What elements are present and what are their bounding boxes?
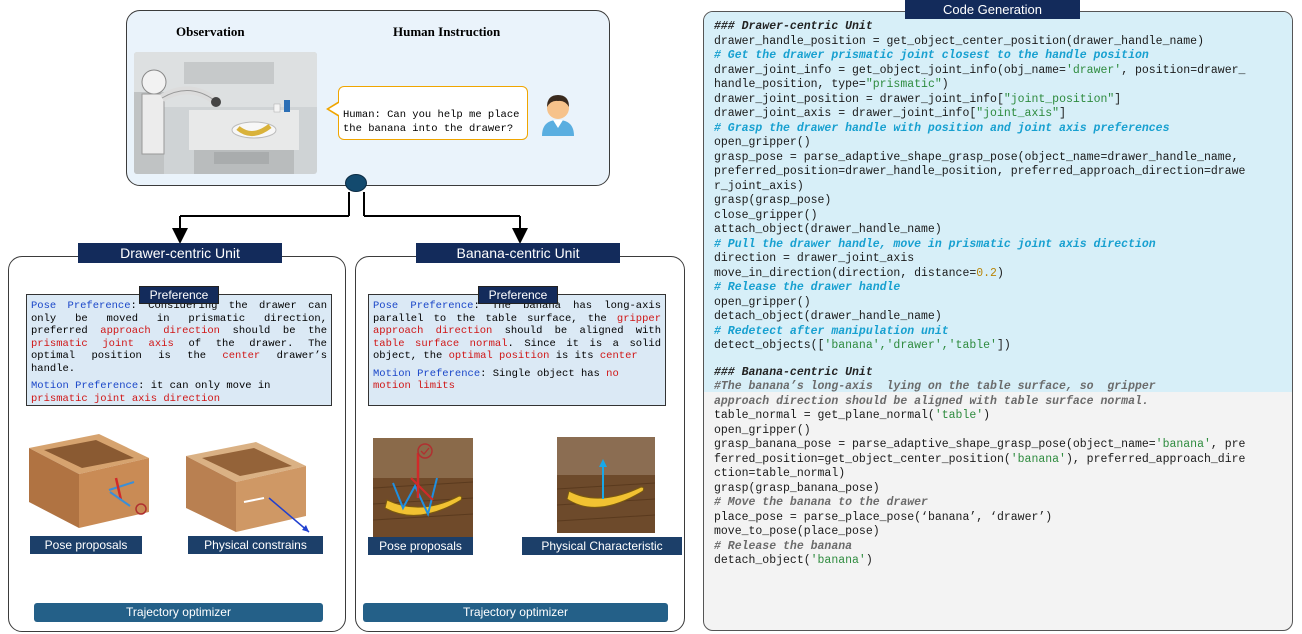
banana-preference-box: Pose Preference: The banana has long-axi…: [368, 294, 666, 406]
connector-node: [345, 174, 367, 192]
banana-pose-proposals-chip: Pose proposals: [368, 537, 473, 555]
human-avatar-icon: [538, 92, 578, 141]
robot-scene-image: [134, 52, 317, 174]
code-line: detect_objects(['banana','drawer','table…: [714, 339, 1011, 352]
code-comment: # Move the banana to the drawer: [714, 496, 928, 509]
code-comment: #The banana’s long-axis lying on the tab…: [714, 380, 1156, 393]
drawer-unit-title: Drawer-centric Unit: [78, 243, 282, 263]
code-line: detach_object('banana'): [714, 554, 873, 567]
human-instruction-title: Human Instruction: [393, 24, 501, 39]
code-line: move_in_direction(direction, distance=0.…: [714, 266, 1004, 280]
code-line: grasp_banana_pose = parse_adaptive_shape…: [714, 438, 1246, 451]
drawer-constraint-image: [184, 440, 314, 540]
code-comment: approach direction should be aligned wit…: [714, 394, 1149, 408]
banana-trajectory-optimizer: Trajectory optimizer: [363, 603, 668, 622]
code-line: drawer_joint_axis = drawer_joint_info["j…: [714, 107, 1066, 120]
speech-bubble-tail-inner: [329, 103, 339, 115]
code-line: grasp(grasp_banana_pose): [714, 481, 880, 495]
code-line: drawer_handle_position = get_object_cent…: [714, 34, 1204, 48]
pose-text: . Since it is a solid object, the: [373, 337, 661, 363]
drawer-trajectory-optimizer: Trajectory optimizer: [34, 603, 323, 622]
code-line: r_joint_axis): [714, 179, 804, 193]
code-line: ferred_position=get_object_center_positi…: [714, 452, 1246, 466]
code-comment: # Get the drawer prismatic joint closest…: [714, 49, 1149, 62]
motion-highlight: prismatic joint axis direction: [31, 392, 221, 405]
pose-preference-label: Pose Preference: [373, 300, 474, 312]
banana-preference-tag: Preference: [478, 286, 558, 304]
pose-highlight: center: [599, 350, 638, 362]
human-message: Human: Can you help me place the banana …: [343, 109, 520, 135]
code-line: detach_object(drawer_handle_name): [714, 310, 942, 323]
code-line: open_gripper(): [714, 136, 811, 149]
pose-text: of the drawer. The optimal position is t…: [31, 337, 327, 363]
pose-text: is its: [549, 350, 600, 362]
motion-text: : it can only move in: [138, 380, 271, 392]
code-comment: # Pull the drawer handle, move in prisma…: [714, 237, 1156, 251]
observation-title: Observation: [176, 24, 245, 39]
code-line: ction=table_normal): [714, 467, 846, 480]
drawer-preference-tag: Preference: [139, 286, 219, 304]
banana-characteristic-image: [556, 437, 656, 538]
code-comment: # Release the banana: [714, 539, 853, 553]
code-line: drawer_joint_info = get_object_joint_inf…: [714, 63, 1246, 77]
code-comment: # Release the drawer handle: [714, 281, 901, 294]
pose-highlight: optimal position: [448, 350, 550, 362]
code-generation-tab: Code Generation: [905, 0, 1080, 19]
code-line: open_gripper(): [714, 295, 811, 309]
code-line: place_pose = parse_place_pose(‘banana’, …: [714, 510, 1053, 524]
banana-unit-title: Banana-centric Unit: [416, 243, 620, 263]
motion-highlight: no motion limits: [373, 367, 619, 393]
code-comment: # Grasp the drawer handle with position …: [714, 121, 1170, 135]
drawer-pose-proposals-chip: Pose proposals: [30, 536, 142, 554]
banana-code-header: ### Banana-centric Unit: [714, 365, 873, 379]
code-line: grasp(grasp_pose): [714, 194, 832, 207]
code-line: grasp_pose = parse_adaptive_shape_grasp_…: [714, 150, 1239, 164]
drawer-code-section: [704, 12, 1292, 392]
banana-pose-image: [372, 438, 474, 543]
pose-text: drawer’s handle.: [31, 350, 327, 375]
drawer-code-header: ### Drawer-centric Unit: [714, 20, 873, 33]
pose-highlight: gripper approach direction: [373, 312, 661, 338]
pose-preference-label: Pose Preference: [31, 300, 131, 312]
code-line: drawer_joint_position = drawer_joint_inf…: [714, 92, 1122, 106]
code-line: preferred_position=drawer_handle_positio…: [714, 165, 1246, 178]
code-line: table_normal = get_plane_normal('table'): [714, 409, 991, 422]
pose-highlight: center: [222, 350, 261, 362]
pose-text: should be the: [219, 325, 327, 337]
pose-text: should be aligned with: [492, 325, 661, 337]
code-line: move_to_pose(place_pose): [714, 525, 880, 538]
physical-characteristic-chip: Physical Characteristic: [522, 537, 682, 555]
code-line: handle_position, type="prismatic"): [714, 78, 949, 91]
pose-highlight: table surface normal: [373, 337, 508, 350]
code-line: attach_object(drawer_handle_name): [714, 223, 942, 236]
motion-preference-label: Motion Preference: [31, 380, 139, 392]
motion-text: : Single object has: [480, 367, 607, 380]
motion-preference-label: Motion Preference: [373, 367, 481, 380]
pose-highlight: prismatic joint axis: [31, 337, 174, 350]
drawer-preference-box: Pose Preference: Considering the drawer …: [26, 294, 332, 406]
code-line: close_gripper(): [714, 208, 818, 222]
pose-text: : Considering the drawer can only be mov…: [31, 300, 327, 337]
human-speech-bubble: Human: Can you help me place the banana …: [338, 86, 528, 140]
code-line: open_gripper(): [714, 423, 811, 437]
code-line: direction = drawer_joint_axis: [714, 252, 915, 265]
physical-constrains-chip: Physical constrains: [188, 536, 323, 554]
pose-highlight: approach direction: [100, 325, 220, 337]
code-comment: # Redetect after manipulation unit: [714, 324, 949, 338]
drawer-pose-image: [24, 430, 154, 535]
